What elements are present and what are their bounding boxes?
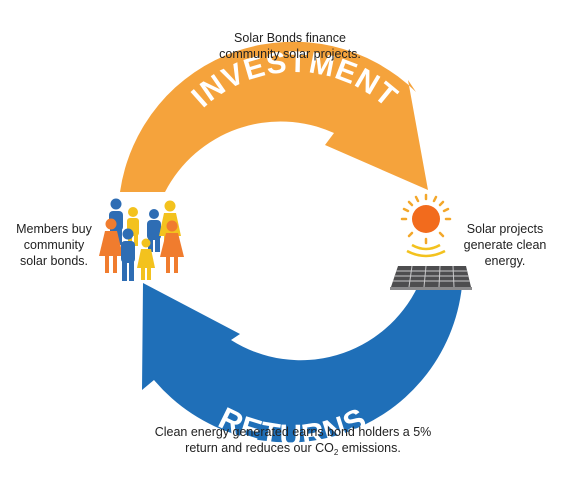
investment-arrow-body xyxy=(120,41,428,193)
investment-arrow: INVESTMENT xyxy=(120,41,428,193)
solar-projects-caption: Solar projects generate clean energy. xyxy=(462,221,548,269)
solar-projects-caption-line-2: generate clean xyxy=(463,238,547,252)
person-figure xyxy=(160,220,184,273)
members-caption-line-1: Members buy xyxy=(16,222,92,236)
returns-caption-line-1: Clean energy generated earns bond holder… xyxy=(154,425,432,439)
returns-arrow-body xyxy=(142,283,462,443)
returns-caption-line-2-end: emissions. xyxy=(338,441,401,455)
members-caption-line-2: community xyxy=(23,238,85,252)
returns-caption: Clean energy generated earns bond holder… xyxy=(108,424,478,457)
person-figure xyxy=(127,207,139,246)
sun-icon xyxy=(400,193,452,258)
investment-caption-line-1: Solar Bonds finance xyxy=(234,31,346,45)
people-group-icon xyxy=(99,198,184,281)
solar-projects-caption-line-3: energy. xyxy=(484,254,526,268)
person-figure xyxy=(99,218,123,273)
investment-caption-line-2: community solar projects. xyxy=(219,47,361,61)
person-figure xyxy=(147,209,161,252)
members-caption: Members buy community solar bonds. xyxy=(6,221,102,269)
solar-panel-icon xyxy=(390,265,472,290)
co2-subscript: 2 xyxy=(333,448,339,457)
returns-caption-line-2: return and reduces our CO2 emissions. xyxy=(108,440,478,457)
returns-caption-line-2-text: return and reduces our CO xyxy=(185,441,334,455)
solar-projects-caption-line-1: Solar projects xyxy=(466,222,544,236)
person-figure xyxy=(137,238,155,280)
members-caption-line-3: solar bonds. xyxy=(19,254,89,268)
person-figure xyxy=(121,228,135,281)
investment-caption: Solar Bonds finance community solar proj… xyxy=(195,30,385,62)
